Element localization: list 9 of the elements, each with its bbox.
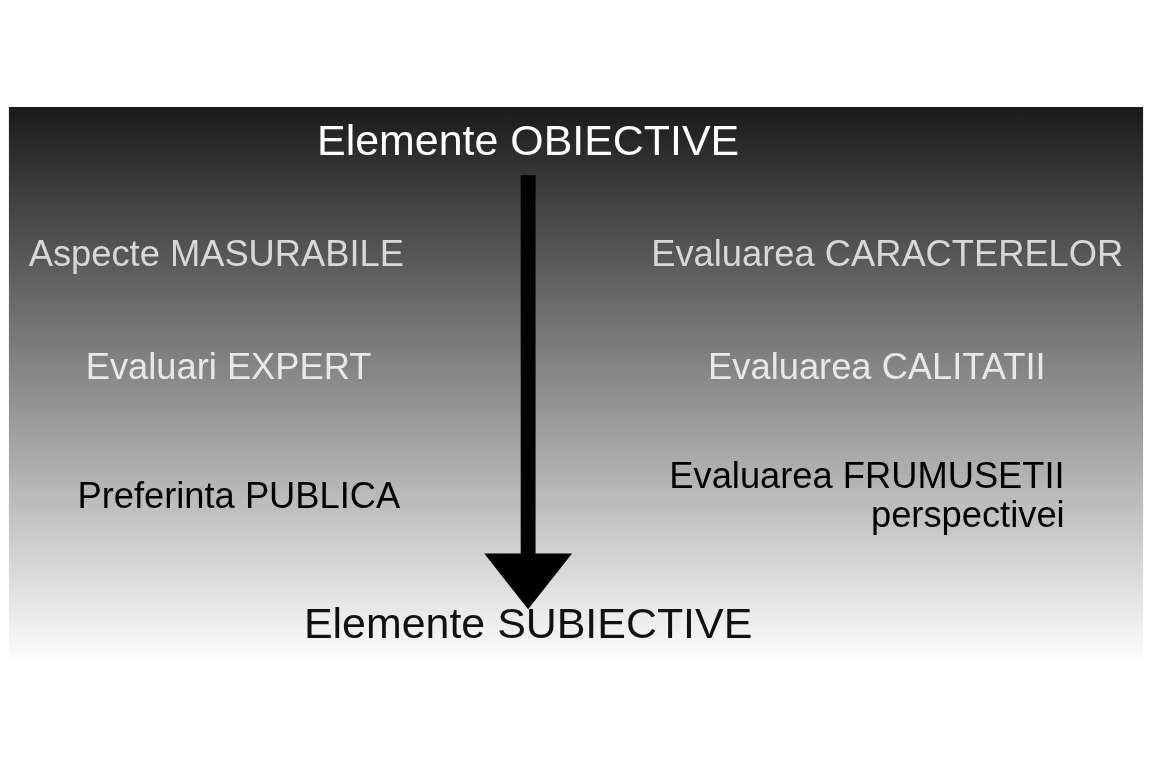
label: Evaluarea CARACTERELOR: [651, 233, 1124, 275]
label: Evaluarea CALITATII: [708, 345, 1046, 387]
label: Aspecte MASURABILE: [28, 233, 404, 275]
label: Evaluari EXPERT: [85, 345, 372, 387]
node-text: Elemente SUBIECTIVE: [303, 599, 753, 648]
arrow: [484, 175, 573, 610]
label: Evaluarea FRUMUSETII perspectivei: [669, 454, 1065, 536]
label: Preferinta PUBLICA: [77, 474, 401, 516]
node-text: Elemente OBIECTIVE: [317, 115, 740, 164]
